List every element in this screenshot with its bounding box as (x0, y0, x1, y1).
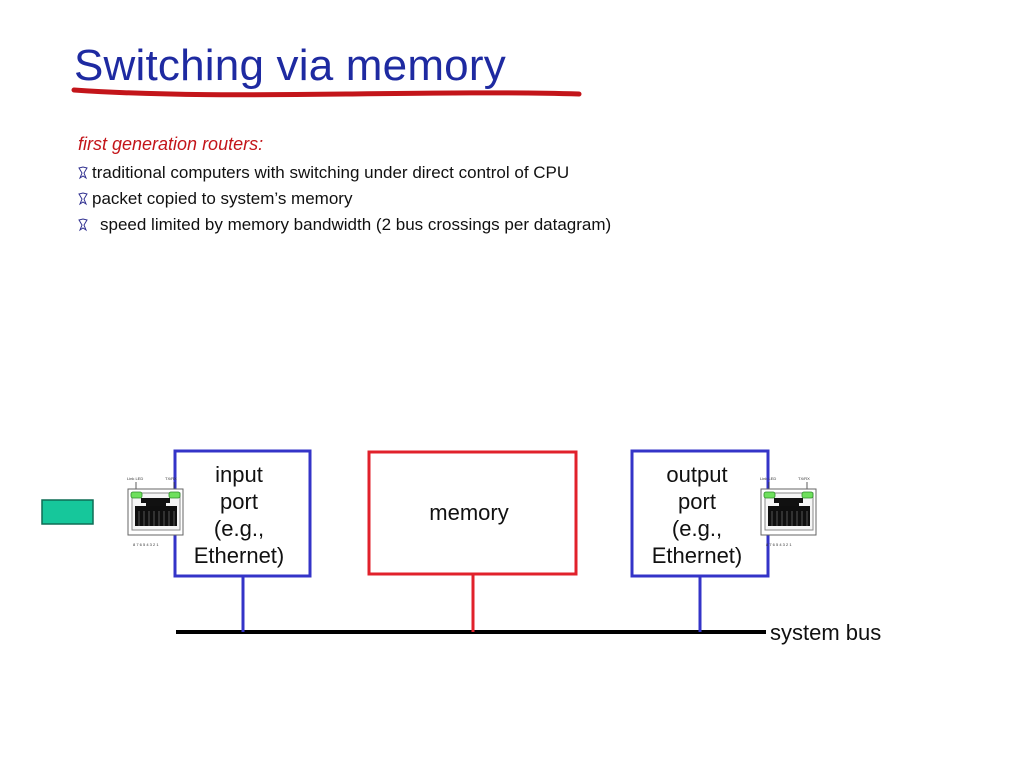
subtitle: first generation routers: (78, 134, 264, 154)
outlined-bullet-icon (78, 192, 88, 206)
memory-box (367, 450, 578, 576)
input-port-label-line: port (220, 489, 258, 514)
connector-pin-labels: 8 7 6 5 4 3 2 1 (133, 542, 159, 547)
output-port-label-line: Ethernet) (652, 543, 743, 568)
input-port-label-line: Ethernet) (194, 543, 285, 568)
outlined-bullet-icon (78, 166, 88, 180)
input-port-label-line: (e.g., (214, 516, 264, 541)
connector-right-label: TX/RX (165, 476, 177, 481)
bullet-item: speed limited by memory bandwidth (2 bus… (78, 212, 611, 238)
output-port-label-line: output (666, 462, 727, 487)
connector-right-label: TX/RX (798, 476, 810, 481)
title-underline (71, 87, 582, 98)
connector-left-label: Link LED (127, 476, 143, 481)
bullet-text: packet copied to system’s memory (92, 189, 353, 208)
bullet-list: traditional computers with switching und… (78, 160, 611, 238)
bullet-item: traditional computers with switching und… (78, 160, 611, 186)
input-port-label: input port (e.g., Ethernet) (194, 462, 285, 568)
connector-pin-labels: 8 7 6 5 4 3 2 1 (766, 542, 792, 547)
output-port-label-line: port (678, 489, 716, 514)
input-port-label-line: input (215, 462, 263, 487)
outlined-bullet-icon (78, 218, 88, 232)
ethernet-port-icon: Link LED TX/RX 8 7 6 5 4 3 2 1 (127, 476, 184, 547)
system-bus-label: system bus (770, 620, 881, 645)
connector-left-label: Link LED (760, 476, 776, 481)
memory-label: memory (429, 500, 508, 525)
page-title: Switching via memory (74, 41, 506, 90)
output-port-label-line: (e.g., (672, 516, 722, 541)
ethernet-port-icon: Link LED TX/RX 8 7 6 5 4 3 2 1 (760, 476, 817, 547)
bullet-item: packet copied to system’s memory (78, 186, 611, 212)
bullet-text: traditional computers with switching und… (92, 163, 570, 182)
bullet-text: speed limited by memory bandwidth (2 bus… (100, 215, 612, 234)
packet-icon (41, 499, 94, 525)
output-port-label: output port (e.g., Ethernet) (652, 462, 743, 568)
